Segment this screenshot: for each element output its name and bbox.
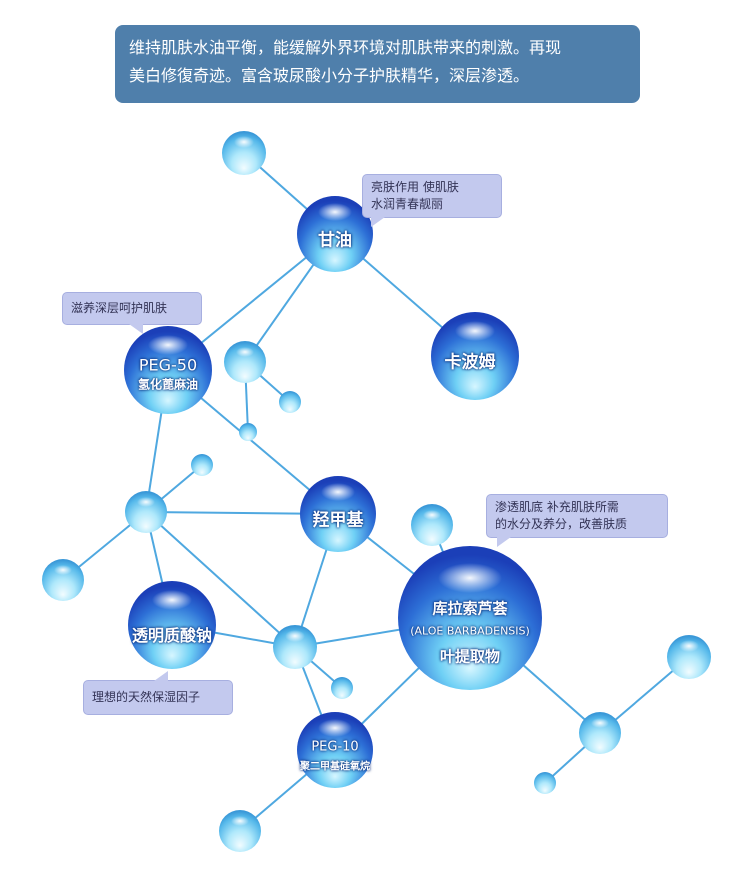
molecule-methyl — [300, 476, 376, 552]
label-aloe-top: 库拉索芦荟 — [432, 599, 508, 618]
atom-small — [411, 504, 453, 546]
bond — [145, 511, 296, 648]
note-aloe: 渗透肌底 补充肌肤所需 的水分及养分，改善肤质 — [486, 494, 668, 547]
label-aloe-bottom: 叶提取物 — [439, 647, 501, 666]
atom-small — [579, 712, 621, 754]
atom-small — [125, 491, 167, 533]
label-peg10-top: PEG-10 — [311, 739, 359, 755]
label-peg10-bottom: 聚二甲基硅氧烷 — [300, 761, 370, 773]
label-peg50-bottom: 氢化蓖麻油 — [137, 377, 199, 392]
label-glycerin: 甘油 — [318, 230, 352, 251]
note-aloe-line-2: 的水分及养分，改善肤质 — [495, 517, 628, 531]
atom-small — [219, 810, 261, 852]
note-peg50-text: 滋养深层呵护肌肤 — [71, 301, 168, 315]
atom-small — [273, 625, 317, 669]
atom-small — [42, 559, 84, 601]
molecule-carbomer — [431, 312, 519, 400]
label-carbomer: 卡波姆 — [444, 352, 496, 373]
note-glycerin: 亮肤作用 使肌肤 水润青春靓丽 — [362, 174, 502, 227]
molecule-peg10 — [297, 712, 373, 788]
atom-small — [534, 772, 556, 794]
note-ha-text: 理想的天然保湿因子 — [92, 690, 201, 704]
atoms — [42, 131, 711, 852]
molecule-ha — [128, 581, 216, 669]
molecule-peg50 — [124, 326, 212, 414]
atom-small — [222, 131, 266, 175]
intro-banner: 维持肌肤水油平衡，能缓解外界环境对肌肤带来的刺激。再现 美白修復奇迹。富含玻尿酸… — [115, 25, 640, 103]
atom-small — [279, 391, 301, 413]
atom-small — [224, 341, 266, 383]
molecule-glycerin — [297, 196, 373, 272]
note-glycerin-line-1: 亮肤作用 使肌肤 — [371, 180, 459, 194]
note-glycerin-line-2: 水润青春靓丽 — [371, 197, 444, 211]
note-aloe-line-1: 渗透肌底 补充肌肤所需 — [495, 500, 619, 514]
note-peg50: 滋养深层呵护肌肤 — [62, 292, 202, 334]
atom-small — [191, 454, 213, 476]
label-aloe-mid: (ALOE BARBADENSIS) — [410, 624, 530, 638]
intro-line-1: 维持肌肤水油平衡，能缓解外界环境对肌肤带来的刺激。再现 — [129, 38, 562, 57]
intro-line-2: 美白修復奇迹。富含玻尿酸小分子护肤精华，深层渗透。 — [129, 66, 530, 85]
atom-small — [331, 677, 353, 699]
atom-small — [239, 423, 257, 441]
atom-small — [667, 635, 711, 679]
molecule-aloe — [398, 546, 542, 690]
label-methyl: 羟甲基 — [312, 510, 364, 531]
label-peg50-top: PEG-50 — [138, 355, 198, 375]
label-ha: 透明质酸钠 — [131, 626, 213, 645]
note-ha: 理想的天然保湿因子 — [83, 671, 233, 715]
